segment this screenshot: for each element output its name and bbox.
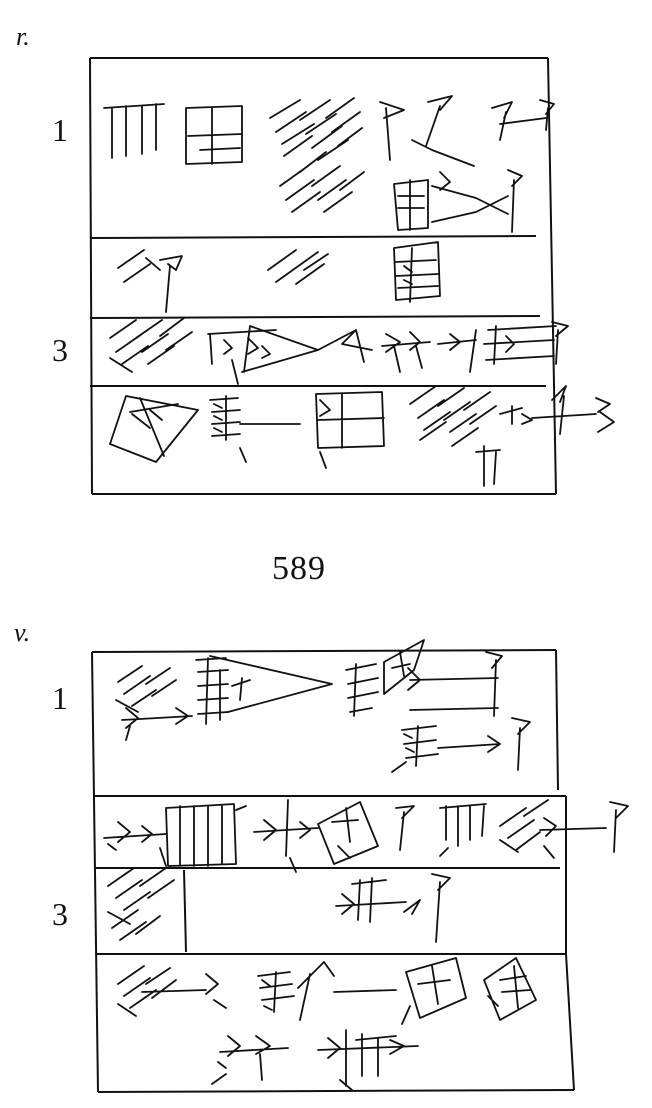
cuneiform-sign-icon bbox=[335, 873, 451, 943]
obverse-line-3-signs bbox=[109, 317, 569, 385]
cuneiform-sign-icon bbox=[401, 957, 537, 1025]
cuneiform-sign-icon bbox=[103, 103, 165, 159]
cuneiform-sign-icon bbox=[393, 169, 523, 233]
cuneiform-sign-icon bbox=[315, 391, 385, 469]
obverse-ruling-1 bbox=[89, 235, 537, 239]
cuneiform-sign-icon bbox=[207, 325, 319, 385]
reverse-inner-divider bbox=[183, 869, 187, 953]
obverse-line-1-signs bbox=[103, 95, 555, 233]
cuneiform-sign-icon bbox=[267, 249, 329, 285]
cuneiform-sign-icon bbox=[381, 331, 431, 373]
cuneiform-sign-icon bbox=[195, 655, 333, 725]
cuneiform-sign-icon bbox=[499, 799, 629, 859]
cuneiform-sign-icon bbox=[409, 385, 501, 487]
obverse-line-2-signs bbox=[117, 241, 441, 313]
reverse-side-label: v. bbox=[14, 618, 31, 647]
cuneiform-sign-icon bbox=[117, 249, 183, 313]
cuneiform-sign-icon bbox=[257, 961, 397, 1021]
obverse-ruling-2 bbox=[89, 315, 541, 319]
cuneiform-sign-icon bbox=[269, 97, 365, 213]
cuneiform-sign-icon bbox=[117, 965, 227, 1017]
cuneiform-sign-icon bbox=[109, 395, 199, 463]
cuneiform-sign-icon bbox=[391, 717, 531, 773]
cuneiform-sign-icon bbox=[491, 99, 555, 141]
reverse-line-3-signs bbox=[107, 867, 451, 943]
cuneiform-sign-icon bbox=[393, 241, 441, 303]
cuneiform-sign-icon bbox=[211, 1035, 289, 1085]
cuneiform-sign-icon bbox=[379, 95, 475, 167]
obverse-frame bbox=[89, 57, 557, 495]
obverse-line-number-1: 1 bbox=[52, 112, 68, 148]
cuneiform-sign-icon bbox=[253, 799, 319, 873]
cuneiform-sign-icon bbox=[345, 639, 503, 717]
obverse-line-4-signs bbox=[109, 385, 615, 487]
cuneiform-sign-icon bbox=[317, 1029, 419, 1091]
reverse-line-4-signs bbox=[117, 957, 537, 1091]
cuneiform-sign-icon bbox=[109, 317, 193, 373]
cuneiform-sign-icon bbox=[437, 329, 477, 373]
reverse-frame bbox=[91, 649, 575, 1093]
reverse-line-2-signs bbox=[103, 799, 629, 873]
cuneiform-sign-icon bbox=[439, 803, 487, 857]
reverse-line-1-signs bbox=[115, 639, 531, 773]
reverse-line-number-1: 1 bbox=[52, 680, 68, 716]
cuneiform-sign-icon bbox=[115, 665, 193, 741]
cuneiform-sign-icon bbox=[499, 385, 615, 435]
cuneiform-sign-icon bbox=[165, 803, 247, 867]
tablet-number: 589 bbox=[272, 550, 326, 587]
cuneiform-sign-icon bbox=[483, 321, 569, 365]
cuneiform-sign-icon bbox=[317, 329, 373, 363]
cuneiform-sign-icon bbox=[185, 105, 243, 165]
cuneiform-sign-icon bbox=[209, 395, 301, 463]
cuneiform-sign-icon bbox=[317, 801, 415, 865]
cuneiform-sign-icon bbox=[103, 821, 167, 867]
cuneiform-sign-icon bbox=[107, 867, 175, 941]
obverse-line-number-3: 3 bbox=[52, 332, 68, 368]
obverse-side-label: r. bbox=[16, 22, 30, 51]
reverse-line-number-3: 3 bbox=[52, 896, 68, 932]
